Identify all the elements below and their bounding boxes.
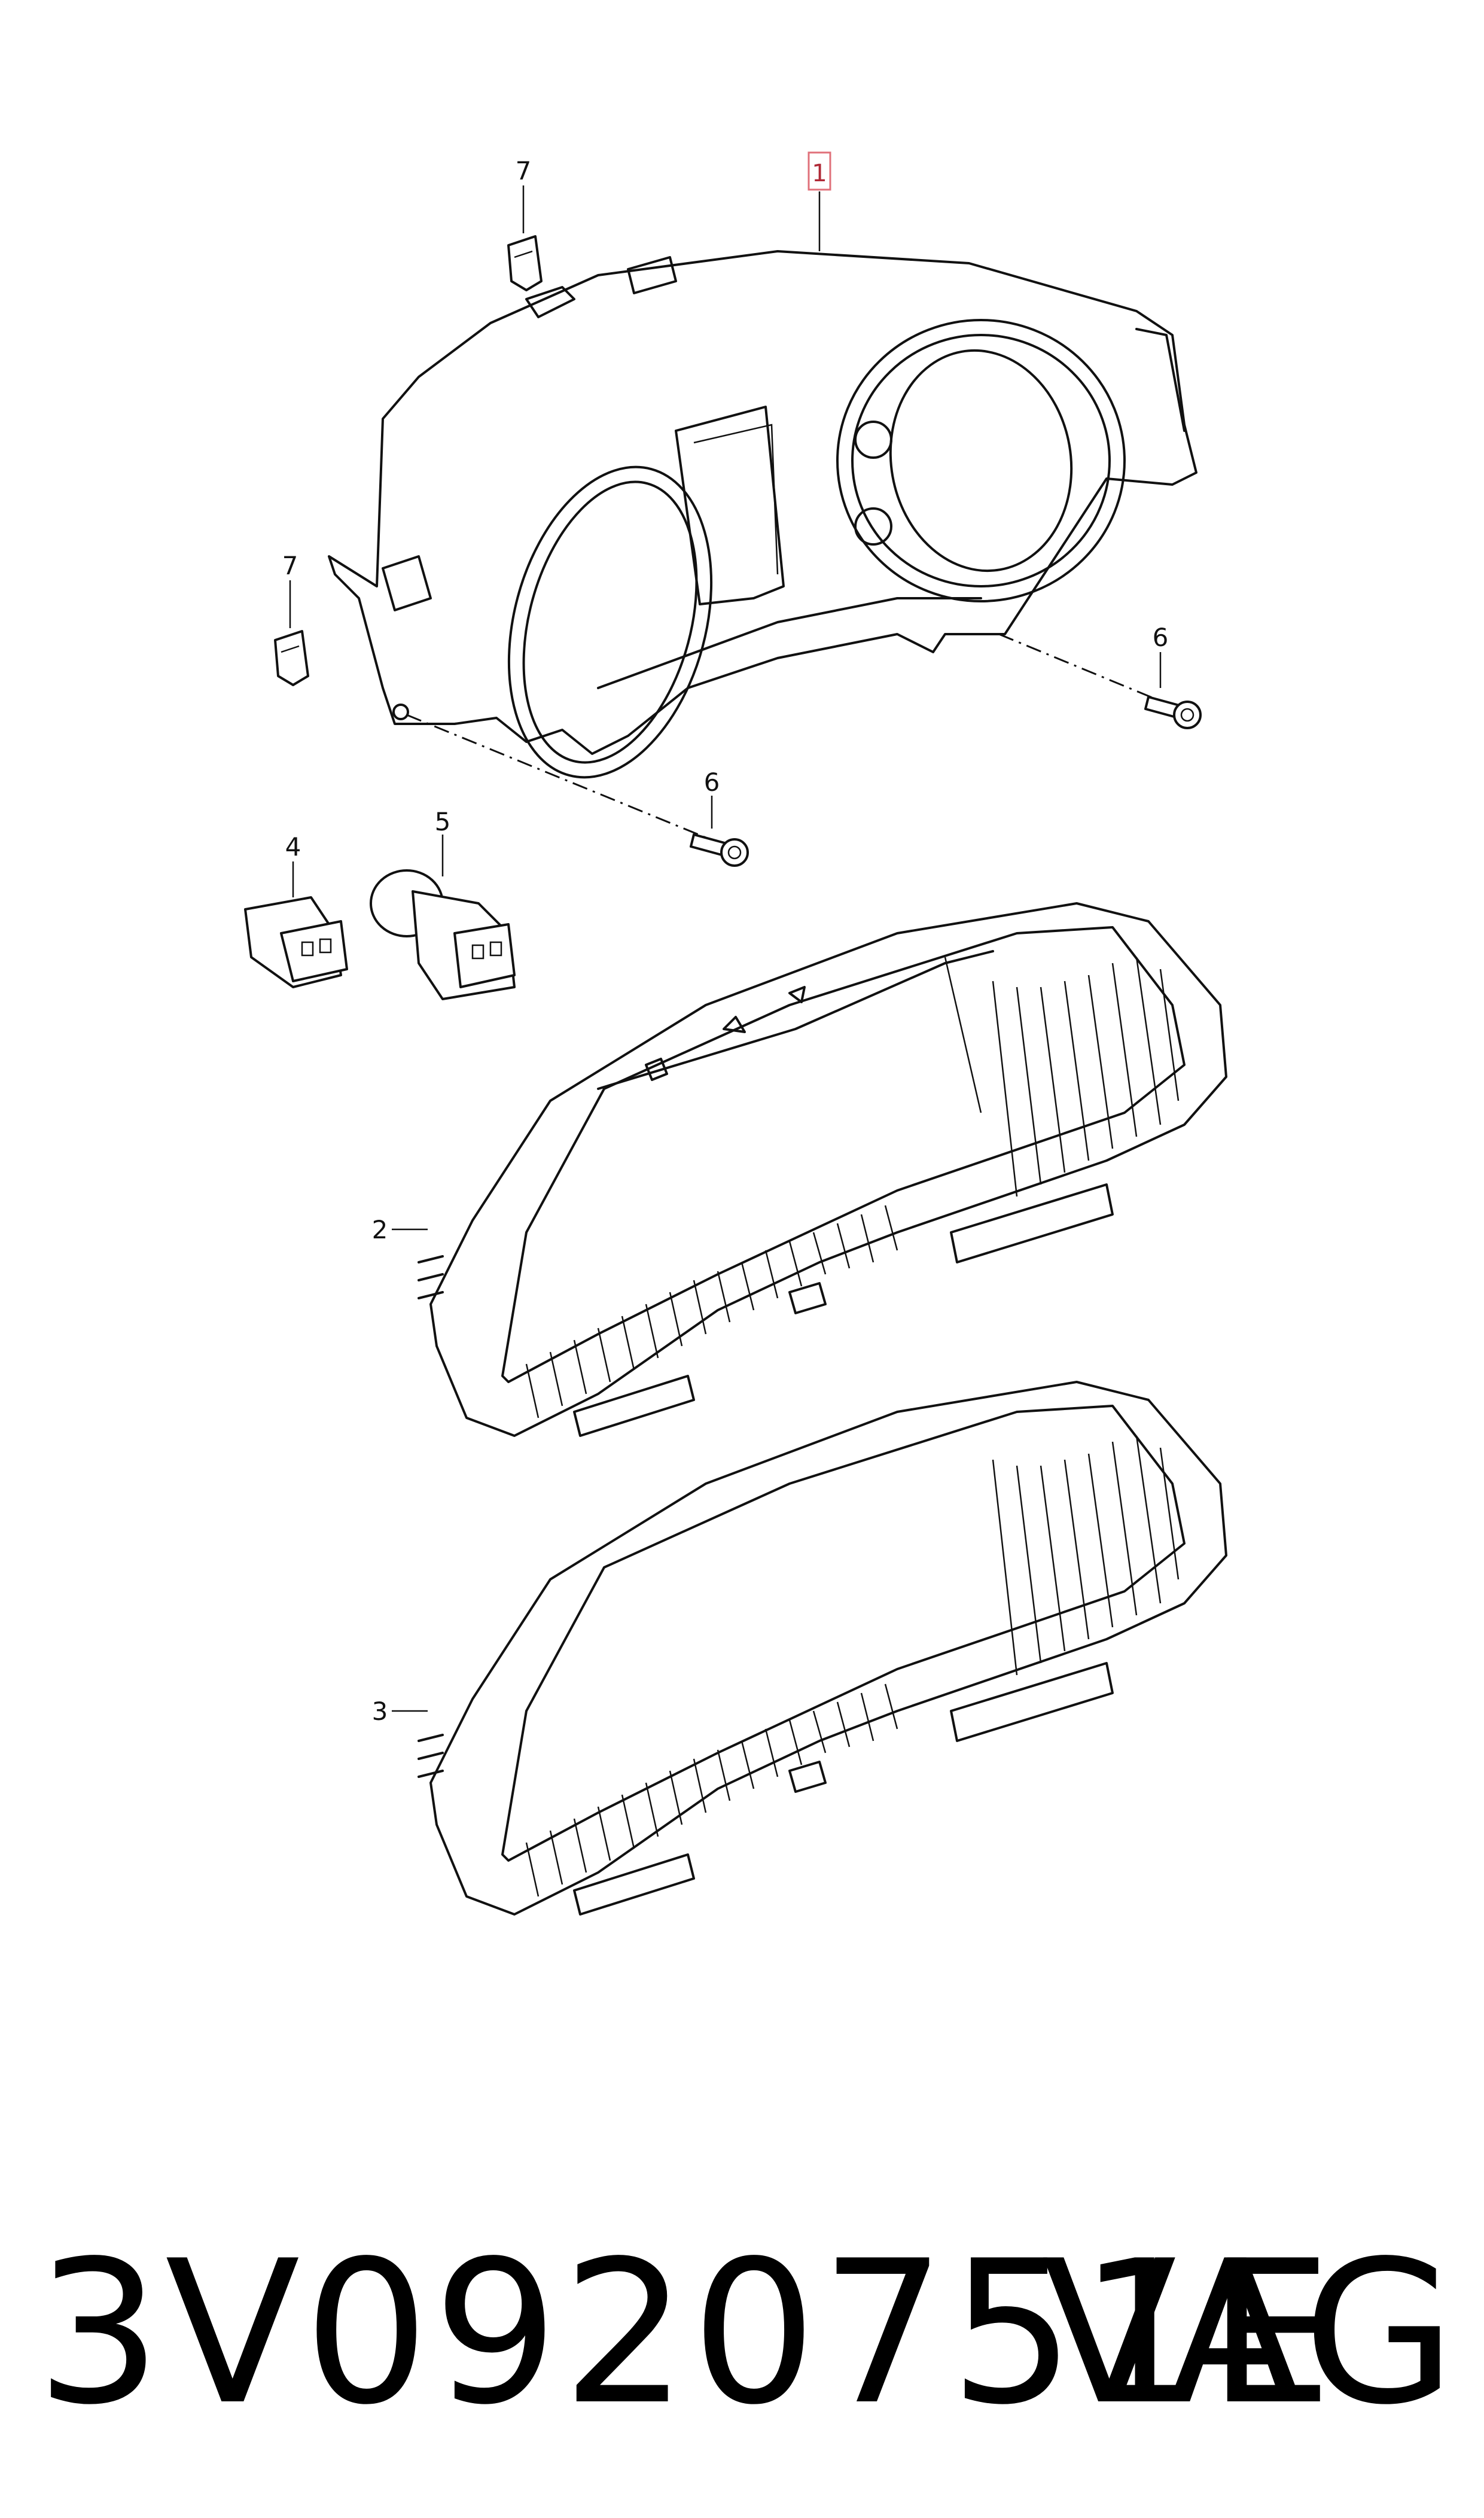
callout-6-left: 6 <box>704 768 720 797</box>
callout-2: 2 <box>372 1215 388 1244</box>
clip-lower <box>274 630 309 686</box>
callout-7-upper: 7 <box>516 156 532 185</box>
part-number: 3V0920751E <box>36 2218 1336 2448</box>
callout-3: 3 <box>372 1697 388 1726</box>
callout-4: 4 <box>285 832 301 861</box>
instrument-cluster-housing <box>328 250 1197 779</box>
footer: 3V0920751E VAG <box>36 2208 1459 2459</box>
callout-1-highlight <box>807 151 831 191</box>
trim-cover <box>418 1381 1227 1916</box>
brand-name: VAG <box>1041 2218 1459 2448</box>
callout-7-lower: 7 <box>282 551 298 580</box>
connector-small <box>244 896 348 988</box>
mounting-line-right <box>998 633 1173 707</box>
callout-6-right: 6 <box>1153 623 1169 652</box>
mounting-line-left <box>406 714 706 839</box>
clip-upper <box>507 235 543 291</box>
connector-large <box>370 869 516 1000</box>
screw-right <box>1144 696 1202 729</box>
callout-1: 1 <box>812 160 827 187</box>
display-panel <box>418 902 1227 1437</box>
screw-left <box>690 833 749 867</box>
callout-5: 5 <box>435 807 451 836</box>
